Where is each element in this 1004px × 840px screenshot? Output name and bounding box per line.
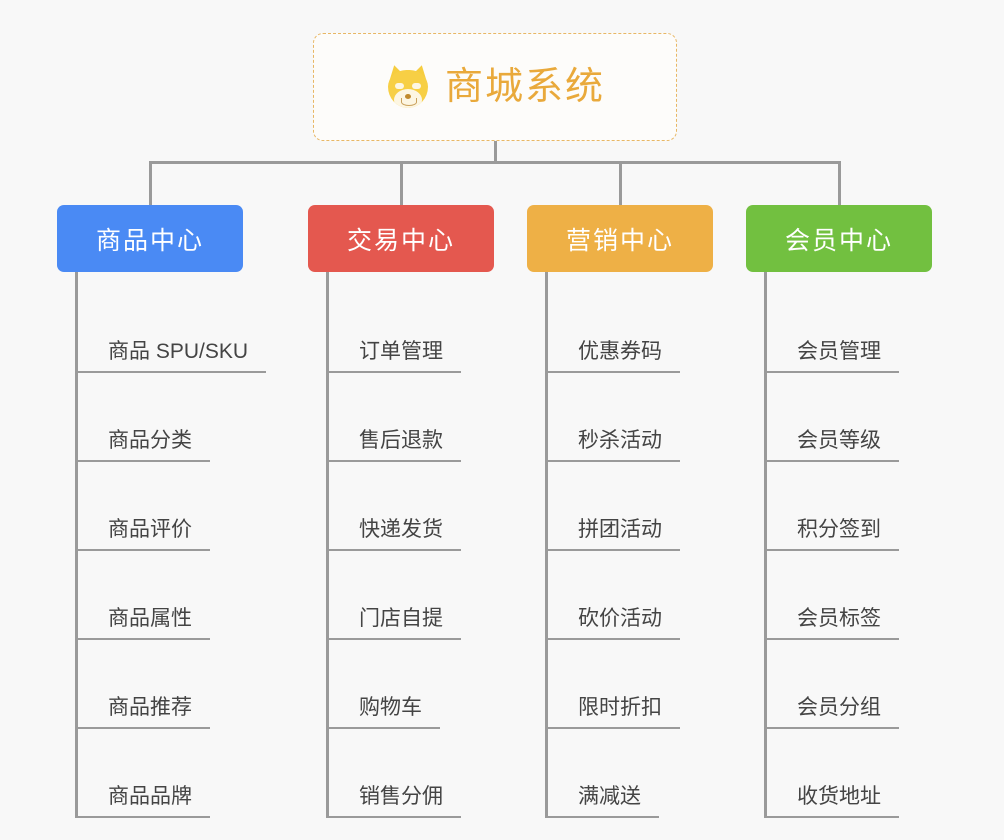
connector-drop-2 [400, 161, 403, 205]
branch-header-3[interactable]: 营销中心 [527, 205, 713, 272]
connector-drop-3 [619, 161, 622, 205]
leaf-item[interactable]: 拼团活动 [548, 462, 713, 551]
leaf-item[interactable]: 会员管理 [767, 284, 932, 373]
branch-column-2: 交易中心 订单管理 售后退款 快递发货 门店自提 购物车 销售分佣 [308, 205, 494, 818]
leaf-label: 商品属性 [78, 607, 210, 640]
branch-header-4[interactable]: 会员中心 [746, 205, 932, 272]
leaf-item[interactable]: 销售分佣 [329, 729, 494, 818]
connector-horizontal-bus [149, 161, 841, 164]
leaf-item[interactable]: 商品属性 [78, 551, 266, 640]
leaf-item[interactable]: 秒杀活动 [548, 373, 713, 462]
leaf-label: 会员等级 [767, 429, 899, 462]
leaf-item[interactable]: 优惠券码 [548, 284, 713, 373]
leaf-label: 商品 SPU/SKU [78, 340, 267, 373]
leaf-label: 优惠券码 [548, 340, 680, 373]
branch-header-1[interactable]: 商品中心 [57, 205, 243, 272]
branch-body-2: 订单管理 售后退款 快递发货 门店自提 购物车 销售分佣 [326, 272, 494, 818]
leaf-item[interactable]: 砍价活动 [548, 551, 713, 640]
branch-header-label-1: 商品中心 [95, 226, 204, 255]
leaf-item[interactable]: 订单管理 [329, 284, 494, 373]
connector-root-stem [494, 141, 497, 163]
leaf-item[interactable]: 商品分类 [78, 373, 266, 462]
leaf-label: 秒杀活动 [548, 429, 680, 462]
leaf-item[interactable]: 积分签到 [767, 462, 932, 551]
branch-header-2[interactable]: 交易中心 [308, 205, 494, 272]
leaf-label: 售后退款 [329, 429, 461, 462]
branch-header-label-4: 会员中心 [784, 226, 893, 255]
leaf-label: 购物车 [329, 696, 440, 729]
leaf-item[interactable]: 商品品牌 [78, 729, 266, 818]
leaf-item[interactable]: 售后退款 [329, 373, 494, 462]
branch-header-label-3: 营销中心 [565, 226, 674, 255]
leaf-label: 满减送 [548, 785, 659, 818]
leaf-label: 收货地址 [767, 785, 899, 818]
leaf-label: 会员分组 [767, 696, 899, 729]
leaf-item[interactable]: 收货地址 [767, 729, 932, 818]
leaf-item[interactable]: 快递发货 [329, 462, 494, 551]
connector-drop-1 [149, 161, 152, 205]
leaf-item[interactable]: 商品推荐 [78, 640, 266, 729]
leaf-label: 门店自提 [329, 607, 461, 640]
leaf-item[interactable]: 购物车 [329, 640, 494, 729]
root-node[interactable]: 商城系统 [313, 33, 677, 141]
branch-column-3: 营销中心 优惠券码 秒杀活动 拼团活动 砍价活动 限时折扣 满减送 [527, 205, 713, 818]
shiba-dog-emoji-icon [385, 63, 431, 110]
leaf-label: 订单管理 [329, 340, 461, 373]
branch-header-label-2: 交易中心 [346, 226, 455, 255]
leaf-label: 商品品牌 [78, 785, 210, 818]
leaf-item[interactable]: 商品 SPU/SKU [78, 284, 267, 373]
leaf-item[interactable]: 门店自提 [329, 551, 494, 640]
leaf-item[interactable]: 满减送 [548, 729, 713, 818]
leaf-item[interactable]: 商品评价 [78, 462, 266, 551]
leaf-label: 会员管理 [767, 340, 899, 373]
root-title: 商城系统 [444, 66, 605, 108]
leaf-label: 会员标签 [767, 607, 899, 640]
branch-column-1: 商品中心 商品 SPU/SKU 商品分类 商品评价 商品属性 商品推荐 商品品牌 [57, 205, 267, 818]
leaf-label: 快递发货 [329, 518, 461, 551]
leaf-label: 商品评价 [78, 518, 210, 551]
leaf-label: 拼团活动 [548, 518, 680, 551]
leaf-label: 商品分类 [78, 429, 210, 462]
leaf-label: 销售分佣 [329, 785, 461, 818]
connector-drop-4 [838, 161, 841, 205]
leaf-label: 砍价活动 [548, 607, 680, 640]
branch-body-4: 会员管理 会员等级 积分签到 会员标签 会员分组 收货地址 [764, 272, 932, 818]
branch-column-4: 会员中心 会员管理 会员等级 积分签到 会员标签 会员分组 收货地址 [746, 205, 932, 818]
leaf-label: 积分签到 [767, 518, 899, 551]
branch-body-3: 优惠券码 秒杀活动 拼团活动 砍价活动 限时折扣 满减送 [545, 272, 713, 818]
leaf-item[interactable]: 会员标签 [767, 551, 932, 640]
leaf-item[interactable]: 会员分组 [767, 640, 932, 729]
leaf-label: 商品推荐 [78, 696, 210, 729]
leaf-label: 限时折扣 [548, 696, 680, 729]
leaf-item[interactable]: 会员等级 [767, 373, 932, 462]
branch-body-1: 商品 SPU/SKU 商品分类 商品评价 商品属性 商品推荐 商品品牌 [75, 272, 267, 818]
leaf-item[interactable]: 限时折扣 [548, 640, 713, 729]
